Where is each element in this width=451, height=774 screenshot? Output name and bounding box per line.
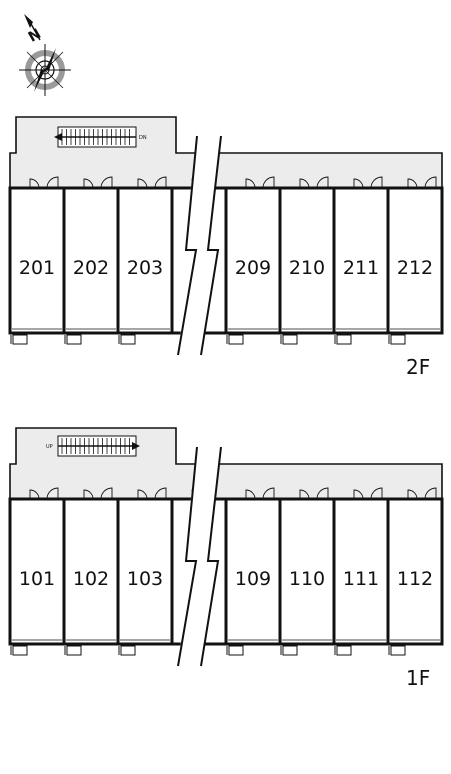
unit-101: 101 (8, 497, 66, 646)
door-swing-icon (370, 487, 383, 500)
unit-number: 201 (19, 257, 55, 279)
unit-210: 210 (278, 186, 336, 335)
unit-110: 110 (278, 497, 336, 646)
staircase: UP (46, 435, 140, 457)
door-swing-icon (154, 487, 167, 500)
door-swing-icon (262, 487, 275, 500)
unit-number: 111 (343, 568, 379, 590)
compass-rose-icon (19, 14, 71, 96)
door-swing-icon (370, 176, 383, 189)
unit-outline (224, 497, 282, 646)
compass-north-letter: N (26, 26, 44, 46)
door-swing-icon (46, 176, 59, 189)
floor-label: 1F (406, 666, 430, 690)
unit-number: 112 (397, 568, 433, 590)
door-swing-icon (424, 487, 437, 500)
unit-203: 203 (116, 186, 174, 335)
unit-outline (386, 497, 444, 646)
units-row: 101 102 103 109 110 111 112 (8, 497, 444, 646)
unit-112: 112 (386, 497, 444, 646)
unit-outline (8, 186, 66, 335)
unit-outline (8, 497, 66, 646)
unit-number: 102 (73, 568, 109, 590)
outdoor-unit-icon (336, 334, 352, 345)
unit-211: 211 (332, 186, 390, 335)
stair-label: UP (46, 444, 53, 450)
outdoor-unit-icon (390, 645, 406, 656)
unit-number: 212 (397, 257, 433, 279)
staircase: DN (54, 126, 147, 148)
outdoor-unit-icon (120, 334, 136, 345)
unit-outline (116, 497, 174, 646)
unit-outline (116, 186, 174, 335)
outdoor-unit-icon (282, 645, 298, 656)
door-swing-icon (100, 176, 113, 189)
outdoor-unit-icon (336, 645, 352, 656)
outdoor-unit-icon (228, 334, 244, 345)
outdoor-unit-icon (12, 334, 28, 345)
break-line (177, 446, 222, 667)
arrow-left-icon (54, 133, 62, 141)
unit-outline (62, 497, 120, 646)
door-swing-icon (262, 176, 275, 189)
door-swing-icon (316, 487, 329, 500)
unit-number: 109 (235, 568, 271, 590)
unit-209: 209 (224, 186, 282, 335)
unit-number: 210 (289, 257, 325, 279)
unit-number: 203 (127, 257, 163, 279)
arrow-right-icon (132, 442, 140, 450)
unit-number: 101 (19, 568, 55, 590)
unit-number: 202 (73, 257, 109, 279)
unit-outline (224, 186, 282, 335)
unit-102: 102 (62, 497, 120, 646)
unit-number: 211 (343, 257, 379, 279)
unit-number: 209 (235, 257, 271, 279)
balcony-row (10, 334, 406, 345)
unit-212: 212 (386, 186, 444, 335)
outdoor-unit-icon (282, 334, 298, 345)
unit-outline (386, 186, 444, 335)
unit-103: 103 (116, 497, 174, 646)
outdoor-unit-icon (66, 645, 82, 656)
compass: N (19, 14, 71, 96)
floor-1f: UP 101 102 103 109 110 111 112 1F (8, 427, 444, 690)
unit-202: 202 (62, 186, 120, 335)
unit-109: 109 (224, 497, 282, 646)
stair-label: DN (139, 135, 147, 141)
door-swing-icon (100, 487, 113, 500)
door-swing-icon (424, 176, 437, 189)
unit-number: 110 (289, 568, 325, 590)
outdoor-unit-icon (120, 645, 136, 656)
break-line (177, 135, 222, 356)
floor-2f: DN 201 202 203 209 210 211 212 2F (8, 116, 444, 379)
balcony-row (10, 645, 406, 656)
floor-label: 2F (406, 355, 430, 379)
unit-outline (278, 497, 336, 646)
outdoor-unit-icon (66, 334, 82, 345)
unit-111: 111 (332, 497, 390, 646)
units-row: 201 202 203 209 210 211 212 (8, 186, 444, 335)
unit-201: 201 (8, 186, 66, 335)
door-swing-icon (154, 176, 167, 189)
outdoor-unit-icon (12, 645, 28, 656)
unit-number: 103 (127, 568, 163, 590)
door-swing-icon (46, 487, 59, 500)
door-swing-icon (316, 176, 329, 189)
outdoor-unit-icon (228, 645, 244, 656)
outdoor-unit-icon (390, 334, 406, 345)
unit-outline (332, 186, 390, 335)
